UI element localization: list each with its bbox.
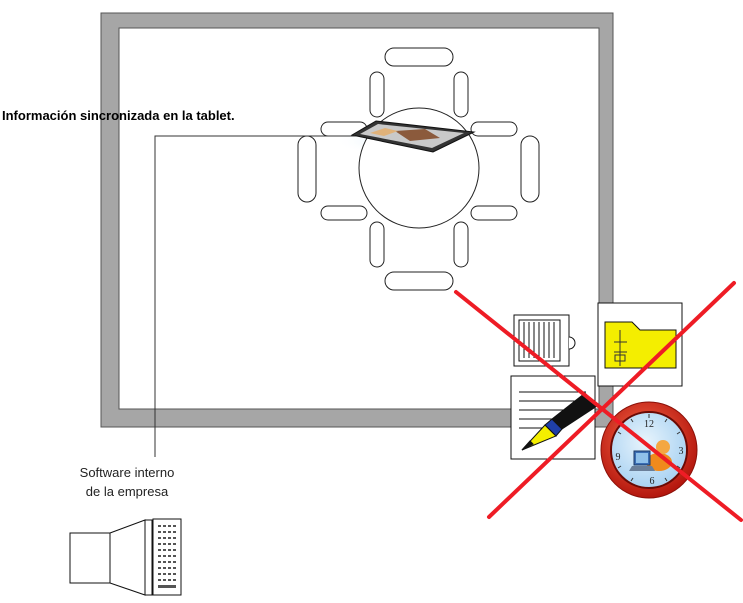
chair-right-bottom xyxy=(470,205,518,221)
chair-right-top xyxy=(470,121,518,137)
document-icon xyxy=(513,314,576,367)
keyboard-icon xyxy=(152,518,182,596)
chair-right-back xyxy=(520,135,540,203)
chair-top-right xyxy=(453,71,469,118)
clock-numeral-3: 3 xyxy=(679,446,684,457)
cross-out-mark xyxy=(454,281,743,522)
tablet-caption: Información sincronizada en la tablet. xyxy=(2,108,235,123)
software-caption-line1: Software interno xyxy=(79,465,175,480)
room-walls xyxy=(100,12,614,428)
software-caption-line2: de la empresa xyxy=(85,484,169,499)
chair-top-back xyxy=(384,47,454,67)
chair-left-back xyxy=(297,135,317,203)
connector-lines xyxy=(154,135,355,457)
chair-top-left xyxy=(369,71,385,118)
computer-icon xyxy=(69,518,182,596)
clock-icon: 12 3 6 9 xyxy=(600,401,698,499)
clock-numeral-12: 12 xyxy=(644,419,654,430)
tablet-icon xyxy=(350,120,476,153)
paper-pen-icon xyxy=(510,375,598,460)
chair-bottom-right xyxy=(453,221,469,268)
clock-numeral-6: 6 xyxy=(650,476,655,487)
chair-left-bottom xyxy=(320,205,368,221)
chair-bottom-back xyxy=(384,271,454,291)
software-caption: Software interno de la empresa xyxy=(52,463,202,501)
chair-bottom-left xyxy=(369,221,385,268)
clock-numeral-9: 9 xyxy=(616,452,621,463)
